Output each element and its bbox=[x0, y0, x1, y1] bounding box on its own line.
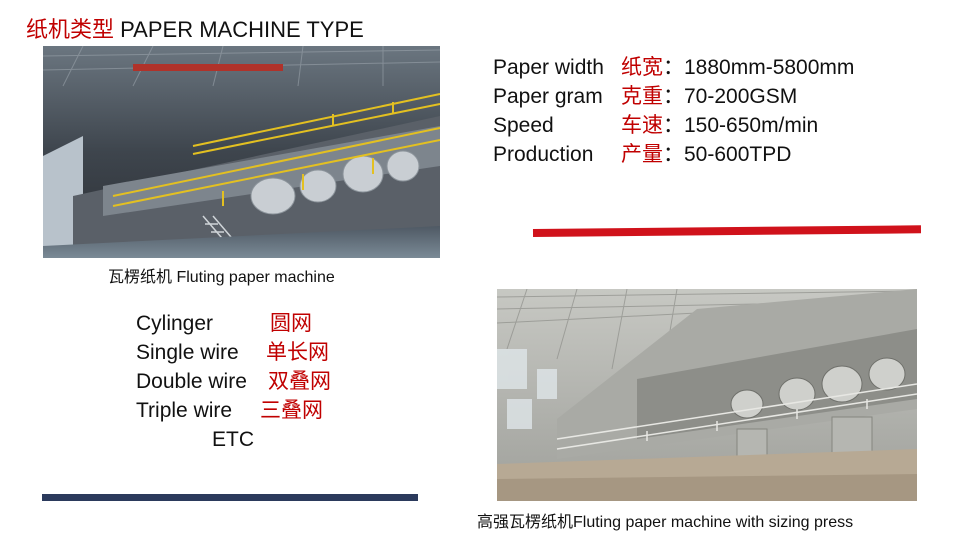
spec-value: ：50-600TPD bbox=[663, 143, 792, 166]
sizing-press-machine-caption: 高强瓦楞纸机Fluting paper machine with sizing … bbox=[477, 514, 854, 531]
type-row-triple-wire: Triple wire 三叠网 bbox=[136, 396, 331, 425]
red-divider bbox=[532, 225, 922, 237]
type-label: Cylinger bbox=[136, 312, 214, 335]
type-label: Triple wire bbox=[136, 399, 233, 422]
spec-label-zh: 纸宽 bbox=[621, 56, 663, 79]
fluting-machine-image bbox=[43, 46, 440, 258]
type-label-zh: 三叠网 bbox=[260, 399, 323, 422]
type-row-double-wire: Double wire 双叠网 bbox=[136, 367, 331, 396]
spec-label-zh: 产量 bbox=[621, 143, 663, 166]
spec-row-paper-gram: Paper gram 克重 ：70-200GSM bbox=[493, 82, 854, 111]
machine-type-list: Cylinger 圆网 Single wire 单长网 Double wire 双叠网… bbox=[136, 309, 331, 454]
type-row-cylinger: Cylinger 圆网 bbox=[136, 309, 331, 338]
spec-list: Paper width 纸宽 ：1880mm-5800mm Paper gram… bbox=[493, 53, 854, 169]
spec-label: Paper width bbox=[493, 56, 604, 79]
spec-label: Speed bbox=[493, 114, 554, 137]
fluting-machine-caption: 瓦楞纸机 Fluting paper machine bbox=[108, 269, 335, 286]
spec-label-zh: 车速 bbox=[621, 114, 663, 137]
sizing-press-machine-image bbox=[497, 289, 917, 501]
spec-value: ：1880mm-5800mm bbox=[663, 56, 855, 79]
type-etc: ETC bbox=[212, 428, 254, 451]
spec-label-zh: 克重 bbox=[621, 85, 663, 108]
type-row-single-wire: Single wire 单长网 bbox=[136, 338, 331, 367]
page-title: 纸机类型 PAPER MACHINE TYPE bbox=[26, 12, 364, 44]
sizing-press-machine-photo bbox=[497, 289, 917, 501]
type-label: Single wire bbox=[136, 341, 239, 364]
title-en: PAPER MACHINE TYPE bbox=[120, 17, 364, 42]
type-label-zh: 双叠网 bbox=[268, 370, 331, 393]
spec-value: ：150-650m/min bbox=[663, 114, 819, 137]
type-label: Double wire bbox=[136, 370, 247, 393]
spec-row-paper-width: Paper width 纸宽 ：1880mm-5800mm bbox=[493, 53, 854, 82]
spec-row-speed: Speed 车速 ：150-650m/min bbox=[493, 111, 854, 140]
navy-divider bbox=[42, 494, 418, 501]
spec-row-production: Production 产量 ：50-600TPD bbox=[493, 140, 854, 169]
spec-label: Production bbox=[493, 143, 594, 166]
spec-value: ：70-200GSM bbox=[663, 85, 798, 108]
spec-label: Paper gram bbox=[493, 85, 603, 108]
type-label-zh: 圆网 bbox=[270, 312, 312, 335]
type-label-zh: 单长网 bbox=[266, 341, 329, 364]
fluting-machine-photo bbox=[43, 46, 440, 258]
title-zh: 纸机类型 bbox=[26, 17, 115, 42]
